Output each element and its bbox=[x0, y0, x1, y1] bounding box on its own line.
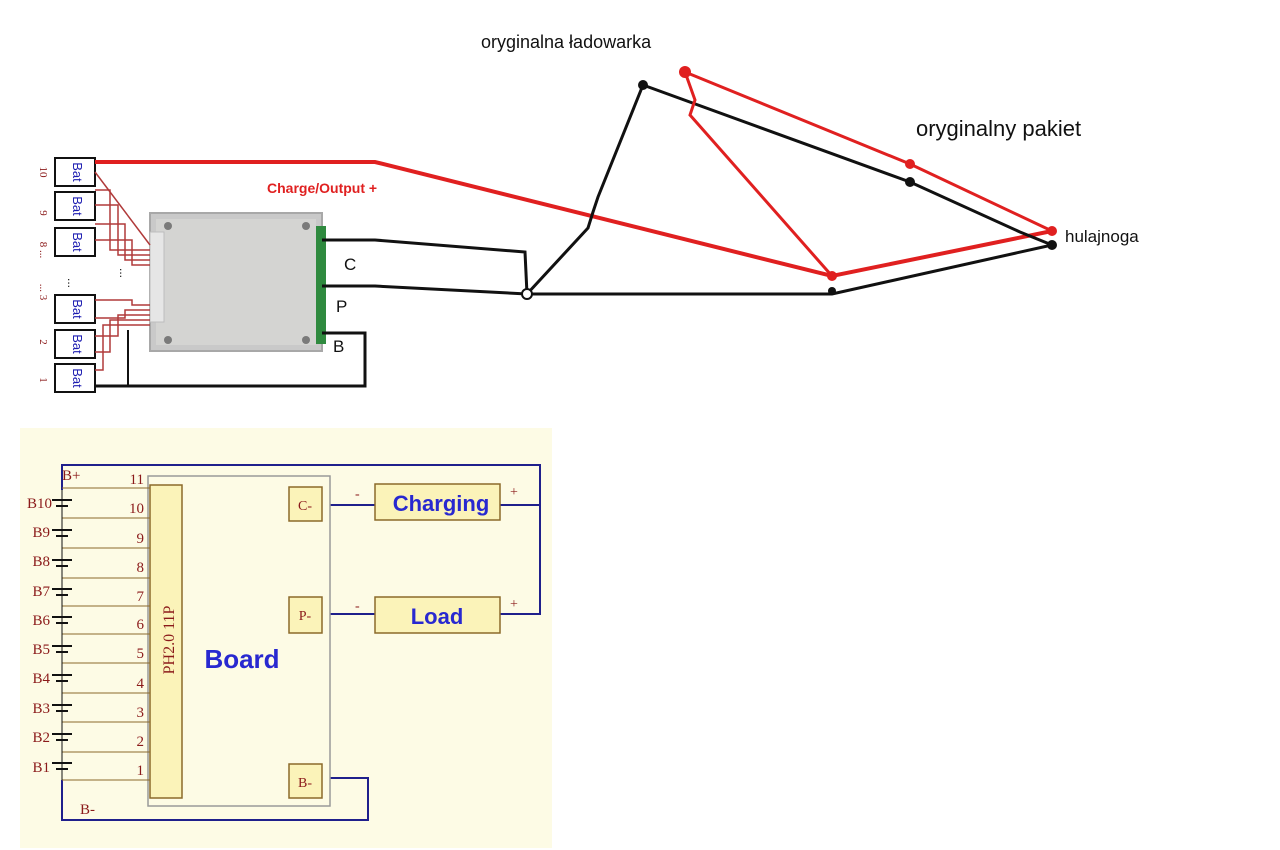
b-label: B bbox=[333, 337, 344, 356]
cell-label: B4 bbox=[32, 671, 50, 687]
port-p-label: P- bbox=[299, 609, 312, 624]
pack-label: oryginalny pakiet bbox=[916, 116, 1081, 141]
charging-label: Charging bbox=[393, 491, 490, 516]
p-label: P bbox=[336, 297, 347, 316]
scooter-positive-dot bbox=[1047, 226, 1057, 236]
cell-label: Bat bbox=[70, 162, 85, 182]
load-label: Load bbox=[411, 604, 464, 629]
cell-label: Bat bbox=[70, 232, 85, 252]
cell-number: ... 3 bbox=[37, 284, 49, 301]
cell-number: 2 bbox=[37, 339, 49, 345]
cell-label: Bat bbox=[70, 334, 85, 354]
port-b-label: B- bbox=[298, 776, 312, 791]
charging-minus: - bbox=[355, 487, 360, 502]
charging-box bbox=[374, 483, 501, 521]
cell-label: B8 bbox=[32, 554, 50, 570]
cell-label: B10 bbox=[27, 496, 52, 512]
pack-negative-dot bbox=[905, 177, 915, 187]
b-minus-wire bbox=[61, 777, 369, 821]
charging-plus: + bbox=[510, 485, 518, 500]
charger-black-wire bbox=[525, 83, 1053, 296]
cell-label: B9 bbox=[32, 525, 50, 541]
cell-label: B2 bbox=[32, 730, 50, 746]
pin-number: 3 bbox=[137, 705, 145, 721]
junction-red-dot bbox=[827, 271, 837, 281]
cell-number: 1 bbox=[37, 377, 49, 383]
scooter-label: hulajnoga bbox=[1065, 227, 1139, 246]
c-wire bbox=[322, 238, 529, 295]
pin-number: 6 bbox=[137, 617, 145, 633]
junction-cp-dot bbox=[521, 288, 533, 300]
port-b-box bbox=[288, 763, 323, 799]
charger-label: oryginalna ładowarka bbox=[481, 32, 652, 52]
pin-number: 9 bbox=[137, 531, 145, 547]
pin-number: 8 bbox=[137, 560, 145, 576]
load-minus: - bbox=[355, 599, 360, 614]
pin-number: 1 bbox=[137, 763, 145, 779]
charger-positive-dot bbox=[679, 66, 691, 78]
cell-number: 9 bbox=[37, 210, 49, 216]
connector-bar bbox=[149, 484, 183, 799]
cell-labels: B10 B9 B8 B7 B6 B5 B4 B3 B2 B1 bbox=[27, 496, 52, 776]
b-plus-wire bbox=[61, 464, 541, 615]
b-plus-label: B+ bbox=[62, 468, 80, 484]
load-plus: + bbox=[510, 597, 518, 612]
c-label: C bbox=[344, 255, 356, 274]
cell-label: B7 bbox=[32, 584, 50, 600]
pin-number: 4 bbox=[137, 676, 145, 692]
battery-cells: Bat Bat Bat Bat Bat Bat 10 9 8 ... ... 3… bbox=[37, 157, 131, 393]
balance-wires bbox=[94, 171, 151, 371]
svg-text:...: ... bbox=[65, 278, 79, 288]
port-p-box bbox=[288, 596, 323, 634]
cell-label: B1 bbox=[32, 760, 50, 776]
pin-numbers: 11 10 9 8 7 6 5 4 3 2 1 bbox=[129, 472, 145, 779]
b-minus-label: B- bbox=[80, 802, 95, 818]
pin-number: 11 bbox=[130, 472, 144, 488]
port-c-box bbox=[288, 486, 323, 522]
cell-label: Bat bbox=[70, 196, 85, 216]
charger-negative-dot bbox=[638, 80, 648, 90]
pin-number: 5 bbox=[137, 646, 145, 662]
cell-number: 10 bbox=[37, 167, 49, 179]
charge-output-wire bbox=[95, 160, 1053, 279]
bms-board bbox=[149, 212, 326, 352]
cell-label: B3 bbox=[32, 701, 50, 717]
top-wiring-diagram: Bat Bat Bat Bat Bat Bat 10 9 8 ... ... 3… bbox=[37, 32, 1139, 393]
pin-number: 10 bbox=[129, 501, 144, 517]
charger-red-wire bbox=[683, 71, 834, 277]
cell-label: B6 bbox=[32, 613, 50, 629]
load-box bbox=[374, 596, 501, 634]
pack-positive-dot bbox=[905, 159, 915, 169]
svg-text:...: ... bbox=[117, 268, 131, 278]
junction-black-dot bbox=[828, 287, 836, 295]
connector-label: PH2.0 11P bbox=[161, 606, 178, 675]
pin-number: 7 bbox=[137, 589, 145, 605]
port-c-label: C- bbox=[298, 499, 312, 514]
scooter-negative-dot bbox=[1047, 240, 1057, 250]
cell-label: Bat bbox=[70, 368, 85, 388]
pack-red-wire bbox=[684, 70, 1053, 233]
cell-label: B5 bbox=[32, 642, 50, 658]
pin-number: 2 bbox=[137, 734, 145, 750]
cell-label: Bat bbox=[70, 299, 85, 319]
cell-number: 8 ... bbox=[37, 242, 49, 259]
charge-output-label: Charge/Output + bbox=[267, 180, 377, 196]
board-label: Board bbox=[204, 644, 279, 674]
pin-lines bbox=[62, 487, 150, 781]
bottom-schematic: PH2.0 11P 11 10 9 8 7 6 5 4 3 2 bbox=[20, 428, 552, 848]
b-wire bbox=[95, 331, 367, 388]
